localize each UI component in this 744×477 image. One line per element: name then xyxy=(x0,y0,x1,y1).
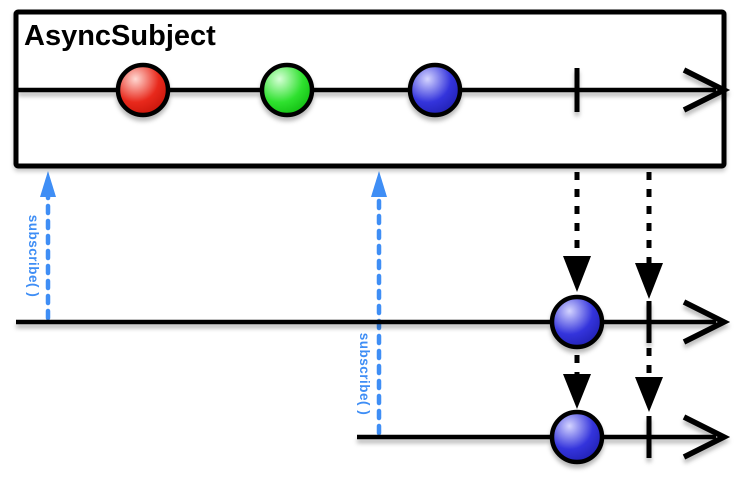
emission-complete-arrow-2-head-icon xyxy=(635,377,663,412)
subscriber-1-arrowhead-icon xyxy=(682,299,731,345)
subscriber-2-marble-blue xyxy=(549,409,605,465)
subscriber-2-arrowhead-icon xyxy=(682,414,731,460)
source-marble-green xyxy=(259,62,315,118)
subscribe-arrow-2-head-icon xyxy=(371,171,387,197)
subscribe-arrow-1-head-icon xyxy=(40,171,56,197)
subscriber-1-timeline-group xyxy=(16,294,731,350)
emission-arrows-to-subscriber-2 xyxy=(563,348,663,412)
source-box-title: AsyncSubject xyxy=(24,20,216,52)
subscribe-arrow-1: subscribe( ) xyxy=(26,171,56,321)
subscribe-label-2: subscribe( ) xyxy=(357,333,372,416)
emission-next-arrow-2-head-icon xyxy=(563,374,591,409)
subscriber-1-marble-blue xyxy=(549,294,605,350)
source-timeline-group xyxy=(18,62,731,118)
source-marble-red xyxy=(115,62,171,118)
emission-complete-arrow-1-head-icon xyxy=(635,263,663,299)
emission-next-arrow-1-head-icon xyxy=(563,256,591,292)
subscribe-label-1: subscribe( ) xyxy=(26,215,41,298)
emission-arrows-to-subscriber-1 xyxy=(563,172,663,299)
subscribe-arrow-2: subscribe( ) xyxy=(357,171,387,436)
source-timeline-arrowhead-icon xyxy=(682,67,731,113)
source-marble-blue xyxy=(407,62,463,118)
subscriber-2-timeline-group xyxy=(357,409,731,465)
